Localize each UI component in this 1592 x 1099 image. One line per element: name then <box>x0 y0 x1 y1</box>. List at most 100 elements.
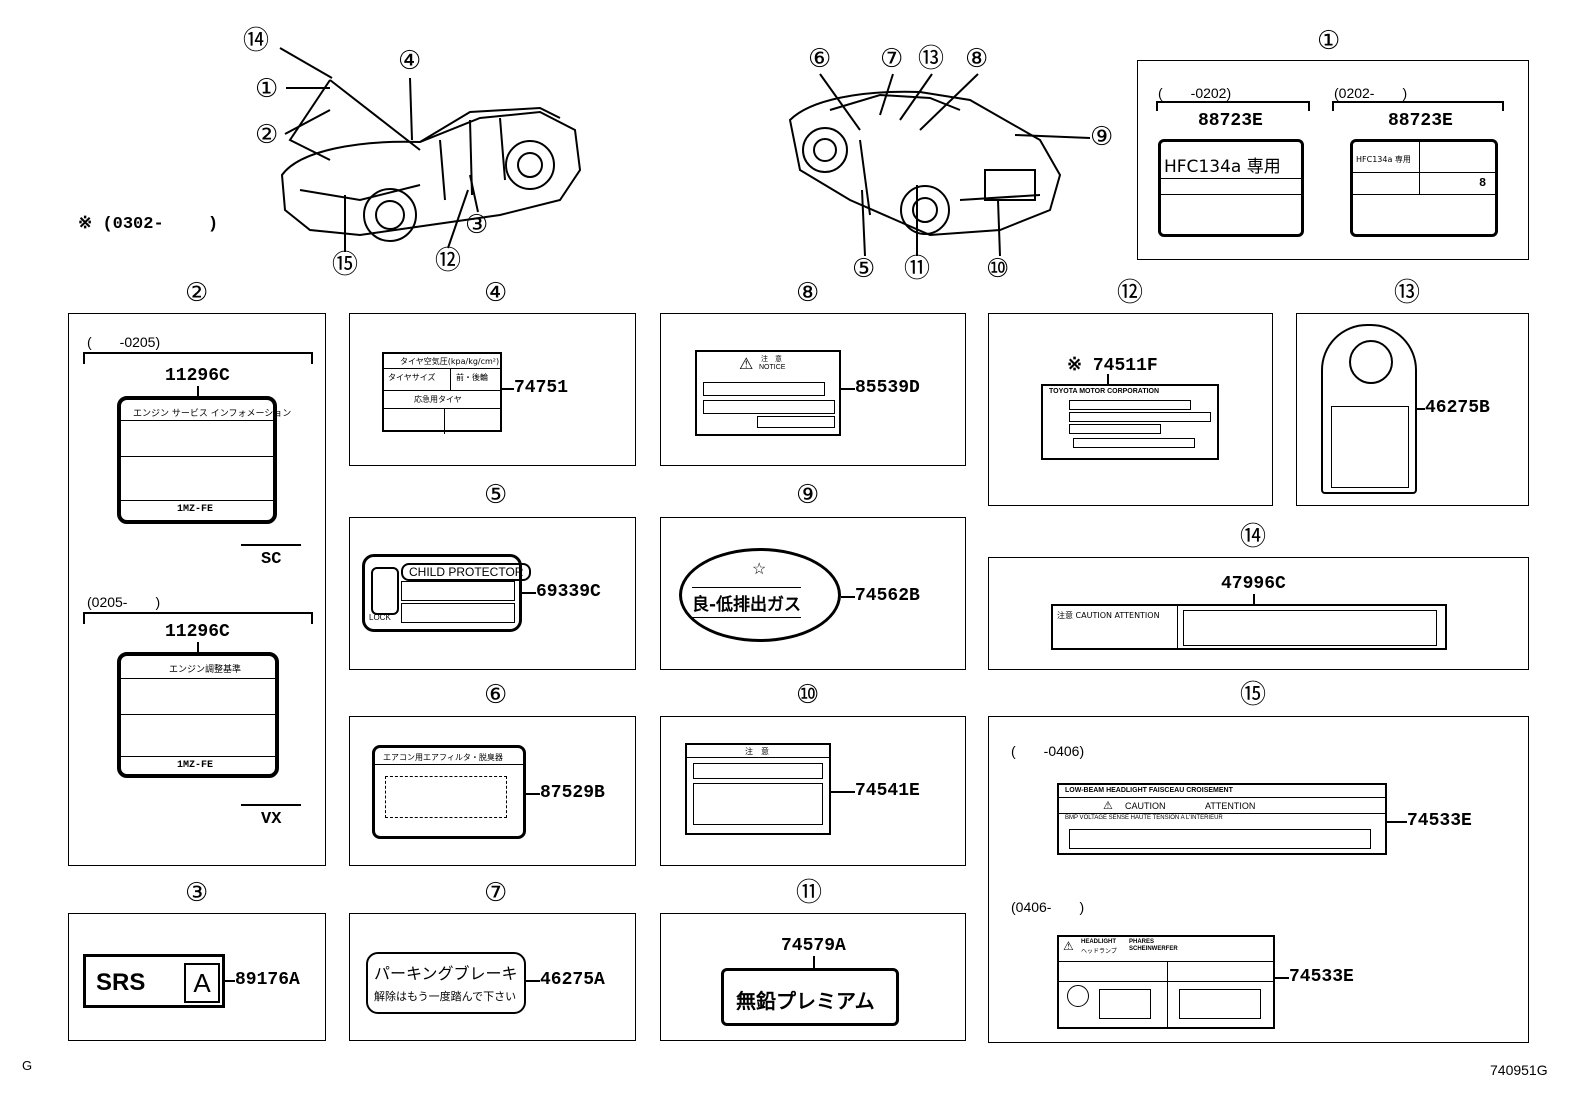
no-fire-icon <box>1067 985 1089 1007</box>
p8-part: 85539D <box>855 378 920 398</box>
callout-8-car: ⑧ <box>965 44 989 74</box>
p13-label <box>1321 324 1417 494</box>
callout-2-header: ② <box>185 278 209 308</box>
p9-label: ☆ 良-低排出ガス <box>679 548 841 642</box>
panel-10: 注 意 74541E <box>660 716 966 866</box>
p4-label: タイヤ空気圧(kpa/kg/cm²) タイヤサイズ 前・後輪 応急用タイヤ <box>382 352 502 434</box>
callout-1-header: ① <box>1317 26 1341 56</box>
p2-top-part: 11296C <box>165 366 230 386</box>
callout-10-header: ⑩ <box>796 680 820 710</box>
p1-left-part: 88723E <box>1198 111 1263 131</box>
p2-bottom-header: エンジン調整基準 <box>169 665 242 675</box>
p5-title: CHILD PROTECTOR <box>401 563 532 581</box>
p15-bottom-h3: SCHEINWERFER <box>1129 946 1178 952</box>
callout-4-header: ④ <box>484 278 508 308</box>
p15-bottom-h2: PHARES <box>1129 939 1155 945</box>
callout-13-car: ⑬ <box>918 44 945 74</box>
callout-10-car: ⑩ <box>986 254 1010 284</box>
p7-line1: パーキングブレーキ <box>374 964 518 983</box>
p4-row2a: タイヤサイズ <box>388 373 436 382</box>
callout-5-header: ⑤ <box>484 480 508 510</box>
p1-right-range: (0202- ) <box>1334 85 1408 101</box>
star-icon: ☆ <box>752 561 767 578</box>
p5-part: 69339C <box>536 582 601 602</box>
p2-top-range: ( -0205) <box>87 334 161 350</box>
p3-part: 89176A <box>235 970 300 990</box>
p3-text: SRS <box>96 969 146 996</box>
panel-9: ☆ 良-低排出ガス 74562B <box>660 517 966 670</box>
p1-right-num: 8 <box>1479 176 1487 190</box>
p7-label: パーキングブレーキ 解除はもう一度踏んで下さい <box>366 952 526 1014</box>
callout-9-header: ⑨ <box>796 480 820 510</box>
callout-2-car: ② <box>255 120 279 150</box>
p10-label: 注 意 <box>685 743 831 835</box>
p8-title1: 注 意 <box>761 355 782 363</box>
panel-12: ※ 74511F TOYOTA MOTOR CORPORATION <box>988 313 1273 506</box>
p11-label: 無鉛プレミアム <box>721 968 899 1026</box>
callout-6-car: ⑥ <box>808 44 832 74</box>
callout-14-car: ⑭ <box>243 26 270 56</box>
p9-text: 良-低排出ガス <box>692 587 802 618</box>
panel-3: SRS A 89176A <box>68 913 326 1041</box>
p5-label: CHILD PROTECTOR LOCK <box>362 554 532 632</box>
callout-4-car: ④ <box>398 46 422 76</box>
p2-bottom-code: VX <box>261 810 282 829</box>
p11-text: 無鉛プレミアム <box>736 989 875 1013</box>
p10-part: 74541E <box>855 781 920 801</box>
p15-top-header: LOW-BEAM HEADLIGHT FAISCEAU CROISEMENT <box>1065 787 1233 794</box>
p2-top-label: エンジン サービス インフォメーション 1MZ-FE <box>117 396 291 524</box>
p4-part: 74751 <box>514 378 569 398</box>
p2-bottom-engine: 1MZ-FE <box>177 760 214 771</box>
p15-top-range: ( -0406) <box>1011 743 1085 759</box>
p6-label: エアコン用エアフィルタ・脱臭器 <box>372 745 526 839</box>
callout-3-car: ③ <box>465 210 489 240</box>
p1-right-label: HFC134a 専用 8 <box>1350 139 1498 237</box>
panel-7: パーキングブレーキ 解除はもう一度踏んで下さい 46275A <box>349 913 636 1041</box>
p1-right-text: HFC134a 専用 <box>1356 155 1411 164</box>
callout-1-car: ① <box>255 74 279 104</box>
p15-bottom-h4: ヘッドランプ <box>1081 948 1117 955</box>
p15-bottom-h1: HEADLIGHT <box>1081 939 1116 945</box>
p12-part: ※ 74511F <box>1067 356 1158 376</box>
p10-title: 注 意 <box>745 747 769 756</box>
p2-bottom-label: エンジン調整基準 1MZ-FE <box>117 652 279 778</box>
callout-15-header: ⑮ <box>1240 680 1267 710</box>
panel-5: CHILD PROTECTOR LOCK 69339C <box>349 517 636 670</box>
p8-title2: NOTICE <box>759 364 786 371</box>
panel-14: 47996C 注意 CAUTION ATTENTION <box>988 557 1529 670</box>
panel-15: ( -0406) LOW-BEAM HEADLIGHT FAISCEAU CRO… <box>988 716 1529 1043</box>
callout-14-header: ⑭ <box>1240 522 1267 552</box>
p4-row2b: 前・後輪 <box>456 373 488 382</box>
p9-part: 74562B <box>855 586 920 606</box>
star-note: ※ (0302- ) <box>78 215 219 234</box>
hanger-hole <box>1349 340 1393 384</box>
right-car-drawing <box>788 90 1062 237</box>
p6-title: エアコン用エアフィルタ・脱臭器 <box>383 753 503 762</box>
callout-15-car: ⑮ <box>332 250 359 280</box>
p15-bottom-part: 74533E <box>1289 967 1354 987</box>
callout-8-header: ⑧ <box>796 278 820 308</box>
panel-8: ⚠ 注 意 NOTICE 85539D <box>660 313 966 466</box>
callout-9-car: ⑨ <box>1090 122 1114 152</box>
callout-7-header: ⑦ <box>484 878 508 908</box>
p4-row3: 応急用タイヤ <box>414 395 462 404</box>
p15-top-label: LOW-BEAM HEADLIGHT FAISCEAU CROISEMENT ⚠… <box>1057 783 1387 855</box>
p13-part: 46275B <box>1425 398 1490 418</box>
p14-label: 注意 CAUTION ATTENTION <box>1051 604 1447 650</box>
p1-left-label: HFC134a 専用 <box>1158 139 1304 237</box>
p12-header: TOYOTA MOTOR CORPORATION <box>1049 388 1160 395</box>
callout-13-header: ⑬ <box>1394 278 1421 308</box>
p7-part: 46275A <box>540 970 605 990</box>
p2-top-engine: 1MZ-FE <box>177 504 214 515</box>
left-car-drawing <box>280 79 582 242</box>
p2-top-header: エンジン サービス インフォメーション <box>133 409 292 419</box>
p1-left-text: HFC134a 専用 <box>1164 157 1281 177</box>
panel-6: エアコン用エアフィルタ・脱臭器 87529B <box>349 716 636 866</box>
p7-line2: 解除はもう一度踏んで下さい <box>374 990 517 1003</box>
callout-3-header: ③ <box>185 878 209 908</box>
p8-label: ⚠ 注 意 NOTICE <box>695 350 841 436</box>
p14-text: 注意 CAUTION ATTENTION <box>1057 611 1160 620</box>
callout-5-car: ⑤ <box>852 254 876 284</box>
p5-lock: LOCK <box>369 613 391 622</box>
